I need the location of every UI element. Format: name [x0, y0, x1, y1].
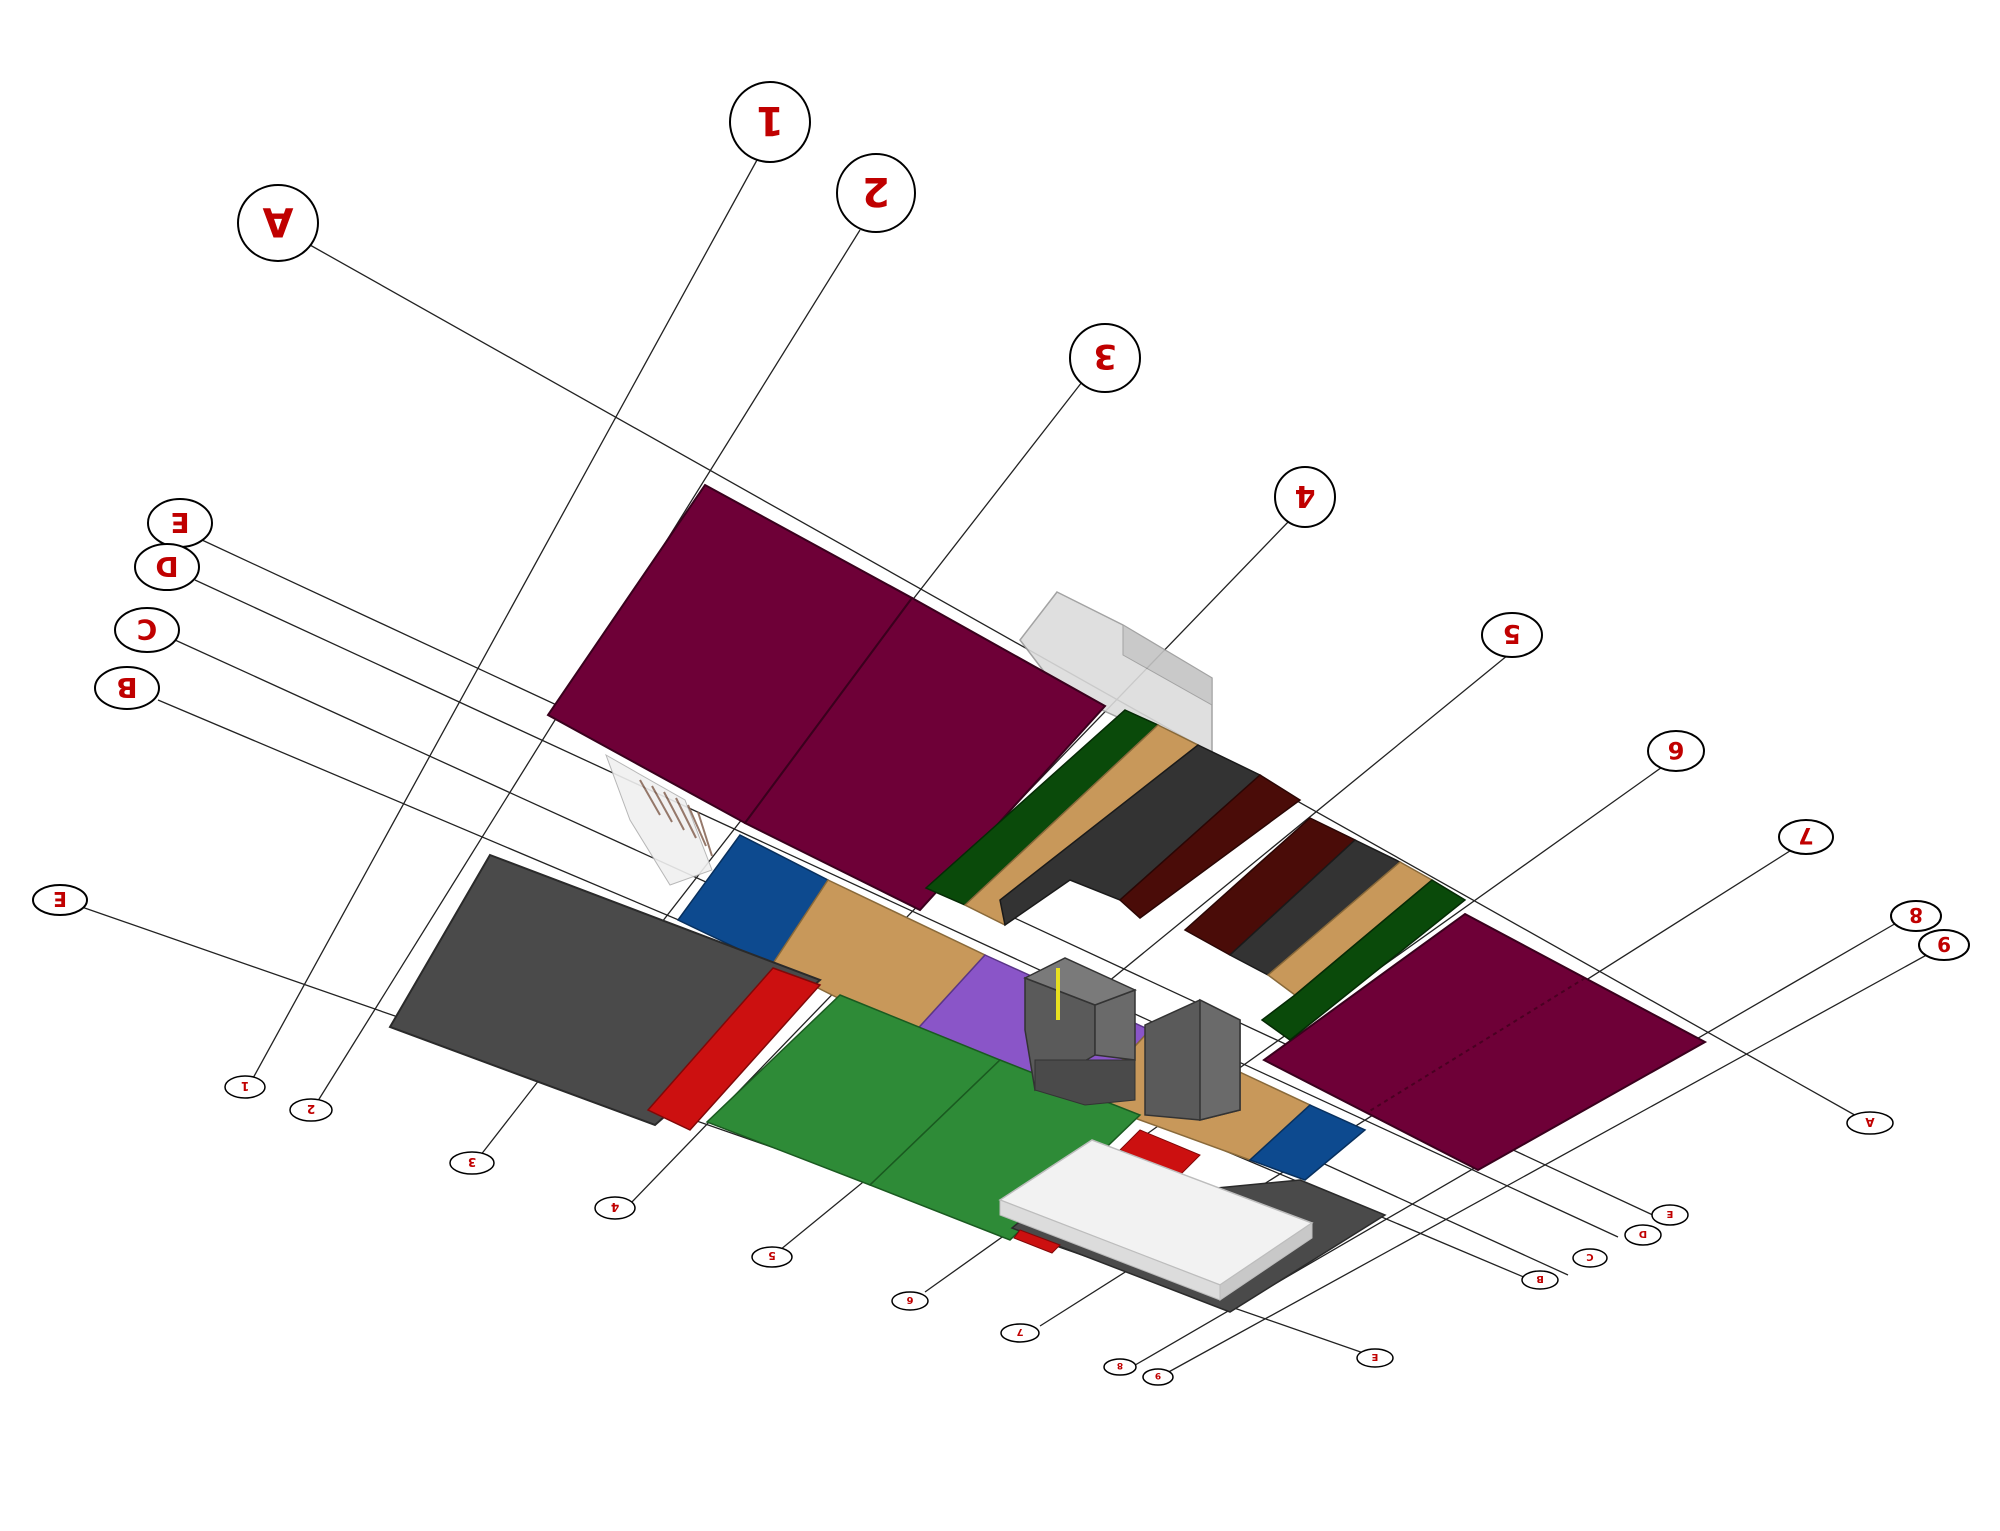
svg-text:A: A — [262, 198, 293, 244]
panel-red-1[interactable] — [646, 967, 822, 1131]
grid-bubble-top-8[interactable]: 8 — [1890, 900, 1942, 932]
grid-bubble-bottom-6[interactable]: 6 — [891, 1291, 929, 1311]
panel-blue-2[interactable] — [1248, 1104, 1367, 1181]
svg-text:2: 2 — [307, 1102, 315, 1116]
white-slab-side — [1219, 1222, 1313, 1301]
grid-bubble-bottom-D[interactable]: D — [1624, 1224, 1662, 1246]
grid-bubble-top-F[interactable]: E — [32, 884, 88, 916]
svg-text:D: D — [1639, 1228, 1647, 1239]
grid-bubble-bottom-3[interactable]: 3 — [449, 1151, 495, 1175]
panel-red-3[interactable] — [1013, 1229, 1061, 1254]
grid-bubble-top-6[interactable]: 6 — [1647, 730, 1705, 772]
svg-text:7: 7 — [1016, 1326, 1023, 1337]
svg-text:3: 3 — [1093, 336, 1117, 376]
grid-bubble-bottom-A[interactable]: A — [1846, 1111, 1894, 1135]
grid-bubble-top-9[interactable]: 9 — [1918, 929, 1970, 961]
grid-bubble-top-7[interactable]: 7 — [1778, 819, 1834, 855]
svg-text:3: 3 — [468, 1155, 476, 1169]
svg-text:9: 9 — [1937, 932, 1951, 956]
svg-text:5: 5 — [1503, 618, 1521, 648]
core-box-1-lower — [1034, 1059, 1136, 1106]
gridline-C — [194, 579, 1619, 1238]
white-slab — [998, 1139, 1314, 1301]
panel-dark-green-2[interactable] — [1260, 879, 1467, 1041]
grid-bubble-bottom-E[interactable]: E — [1651, 1204, 1689, 1226]
svg-text:6: 6 — [1668, 736, 1685, 764]
grid-bubble-bottom-C[interactable]: C — [1572, 1248, 1608, 1268]
grid-bubble-top-1[interactable]: 1 — [729, 81, 811, 163]
grid-bubble-top-5[interactable]: 5 — [1481, 612, 1543, 658]
svg-text:8: 8 — [1117, 1360, 1123, 1370]
grid-bubble-bottom-8[interactable]: 8 — [1103, 1358, 1137, 1376]
panel-maroon-1[interactable] — [1118, 774, 1302, 919]
gridline-1 — [251, 159, 758, 1081]
grid-bubble-top-E[interactable]: E — [147, 498, 213, 548]
top-grid-bubbles: A 1 2 3 4 5 6 7 — [32, 81, 1970, 961]
core-boxes — [1023, 957, 1241, 1121]
grid-bubble-top-A[interactable]: A — [237, 184, 319, 262]
stair-treads — [639, 779, 713, 857]
roof-panel-2[interactable] — [743, 596, 1107, 912]
svg-text:E: E — [53, 887, 67, 911]
grid-bubble-top-B[interactable]: B — [94, 666, 160, 710]
grid-bubble-bottom-5[interactable]: 5 — [751, 1246, 793, 1268]
svg-text:C: C — [1586, 1251, 1593, 1262]
grid-bubble-top-4[interactable]: 4 — [1274, 466, 1336, 528]
grid-bubble-bottom-9[interactable]: 9 — [1142, 1368, 1174, 1386]
svg-text:1: 1 — [756, 97, 784, 143]
svg-text:D: D — [155, 550, 178, 583]
core-volume-side — [1122, 624, 1213, 706]
svg-text:9: 9 — [1155, 1370, 1161, 1380]
svg-text:5: 5 — [768, 1249, 776, 1262]
grid-bubble-top-D[interactable]: D — [134, 543, 200, 591]
grid-bubble-bottom-7[interactable]: 7 — [1000, 1323, 1040, 1343]
roof-panel-3[interactable] — [1262, 912, 1708, 1172]
svg-text:6: 6 — [906, 1294, 913, 1305]
svg-text:8: 8 — [1909, 903, 1923, 927]
svg-text:2: 2 — [862, 168, 890, 214]
grid-bubble-top-2[interactable]: 2 — [836, 153, 916, 233]
svg-text:4: 4 — [1295, 478, 1316, 513]
grid-bubble-bottom-2[interactable]: 2 — [289, 1098, 333, 1122]
svg-text:1: 1 — [241, 1079, 249, 1093]
svg-text:B: B — [116, 671, 137, 704]
svg-text:A: A — [1865, 1115, 1875, 1129]
stair-zone — [605, 753, 713, 886]
bottom-grid-bubbles: 1 2 3 4 5 6 7 8 — [224, 1075, 1894, 1386]
svg-text:E: E — [1371, 1351, 1378, 1362]
svg-text:B: B — [1536, 1273, 1544, 1284]
core-box-1-top — [1023, 957, 1137, 1006]
roof-panels — [546, 483, 1708, 1172]
svg-text:E: E — [170, 506, 189, 539]
grid-bubble-bottom-F[interactable]: E — [1356, 1348, 1394, 1368]
roof-panel-3-seam — [1367, 977, 1586, 1113]
svg-text:4: 4 — [611, 1200, 619, 1214]
svg-text:E: E — [1666, 1208, 1673, 1219]
core-box-2-side[interactable] — [1199, 998, 1241, 1121]
grid-bubble-bottom-4[interactable]: 4 — [594, 1196, 636, 1220]
middle-panels — [676, 709, 1467, 1181]
grid-bubble-bottom-B[interactable]: B — [1521, 1270, 1559, 1290]
grid-bubble-top-3[interactable]: 3 — [1069, 323, 1141, 393]
grid-bubble-top-C[interactable]: C — [114, 607, 180, 653]
grid-bubble-bottom-1[interactable]: 1 — [224, 1075, 266, 1099]
gridline-9 — [1164, 951, 1933, 1375]
svg-text:C: C — [137, 613, 158, 646]
svg-text:7: 7 — [1798, 822, 1813, 847]
